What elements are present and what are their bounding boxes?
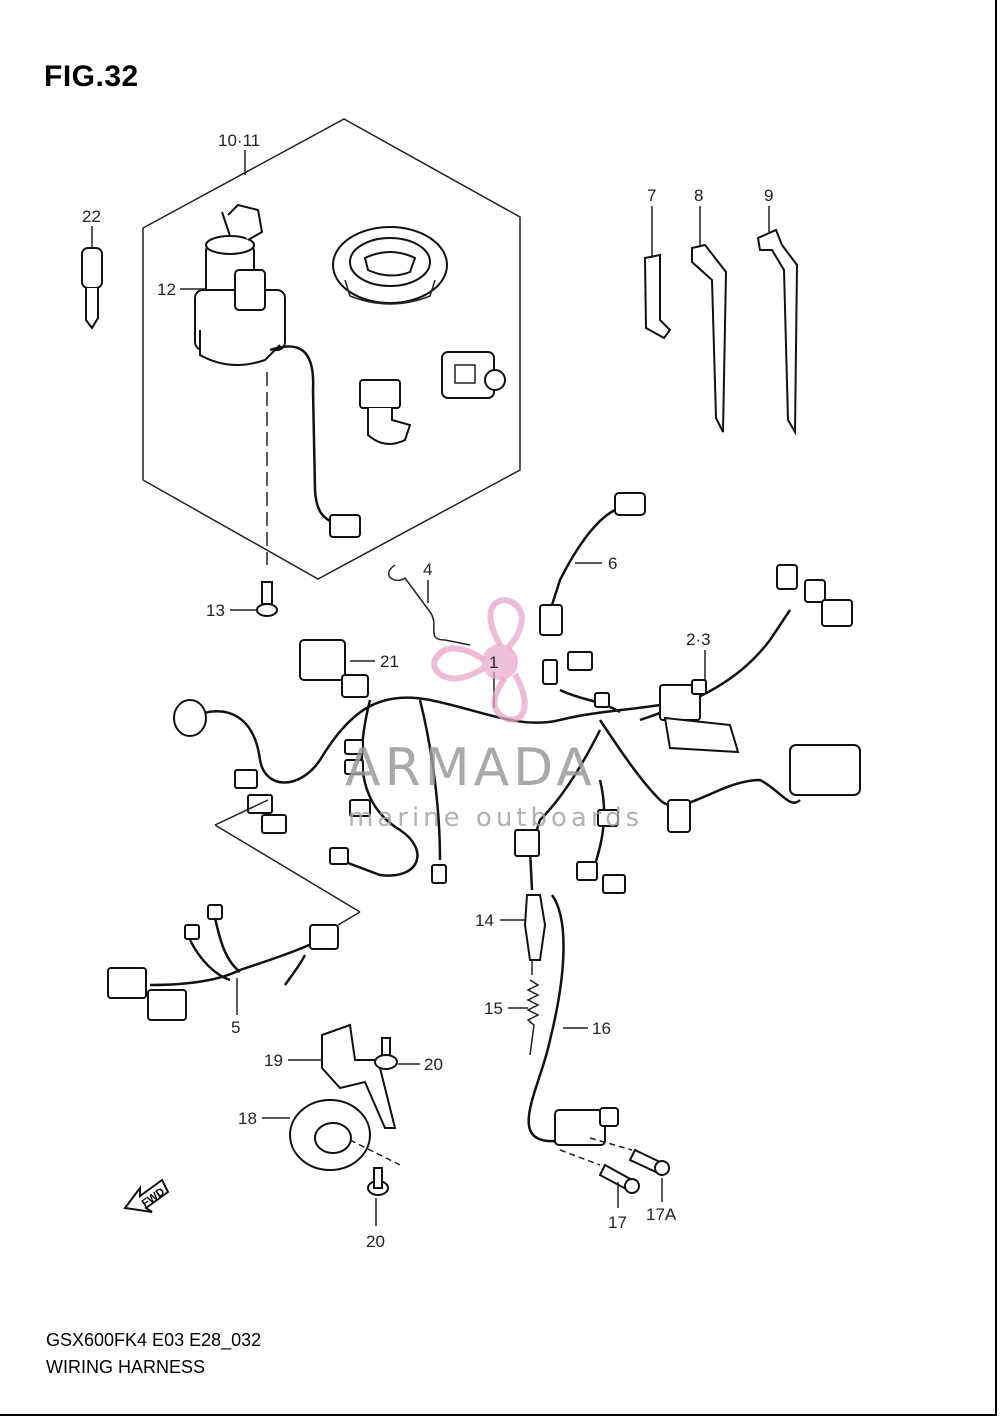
horn-18 [289, 1099, 401, 1171]
relay-21 [299, 639, 369, 698]
clamp-7 [643, 253, 672, 340]
watermark: ARMADA marine outboards [345, 597, 643, 833]
sub-harness-5 [107, 799, 361, 1021]
callout-21: 21 [380, 652, 399, 671]
callout-17: 17 [608, 1213, 627, 1232]
lock-cover-part [441, 351, 506, 399]
watermark-brand: ARMADA [345, 738, 596, 798]
callout-6: 6 [608, 554, 617, 573]
bolt-20-upper [374, 1037, 398, 1070]
bracket-19 [321, 1023, 397, 1129]
spring-15 [526, 979, 540, 1056]
seat-lock-part [359, 379, 412, 445]
callout-1: 1 [489, 653, 498, 672]
ignition-set-outline [142, 118, 521, 580]
callout-7: 7 [647, 186, 656, 205]
bolt-20-lower [367, 1167, 389, 1196]
spring-clip-4 [388, 564, 471, 646]
tie-band-9 [756, 228, 799, 436]
callout-14: 14 [475, 911, 494, 930]
switch-14 [523, 894, 547, 975]
sub-harness-6 [539, 492, 646, 636]
bolt-17a [589, 1137, 670, 1176]
callout-20-upper: 20 [424, 1055, 443, 1074]
fwd-arrow-icon: FWD [123, 1178, 170, 1213]
callout-5: 5 [231, 1018, 240, 1037]
callout-22: 22 [82, 207, 101, 226]
tie-band-8 [691, 243, 728, 433]
callout-17a: 17A [646, 1205, 677, 1224]
callout-18: 18 [238, 1109, 257, 1128]
watermark-logo-icon [431, 597, 528, 723]
watermark-tagline: marine outboards [348, 803, 643, 833]
callout-9: 9 [764, 186, 773, 205]
callout-10-11: 10·11 [218, 131, 260, 150]
fuse-box-2-3 [659, 679, 740, 754]
fuel-cap-lock [332, 226, 448, 305]
switch-assy-16 [527, 894, 619, 1146]
bolt-17 [559, 1149, 640, 1194]
callout-15: 15 [484, 999, 503, 1018]
ignition-switch [194, 203, 361, 538]
callout-8: 8 [694, 186, 703, 205]
callout-16: 16 [592, 1019, 611, 1038]
callout-20-lower: 20 [366, 1232, 385, 1251]
diagram-code: GSX600FK4 E03 E28_032 [46, 1330, 262, 1350]
callout-12: 12 [157, 280, 176, 299]
callout-labels: 10·11 22 12 13 7 8 9 6 4 21 1 2·3 14 15 … [82, 131, 773, 1251]
main-wiring-harness [173, 564, 861, 894]
figure-title: FIG.32 [44, 60, 139, 93]
callout-13: 13 [206, 601, 225, 620]
leader-lines [91, 150, 770, 1226]
key-22 [81, 247, 103, 330]
diagram-name: WIRING HARNESS [46, 1357, 206, 1377]
screw-13 [256, 372, 278, 617]
callout-19: 19 [264, 1051, 283, 1070]
callout-2-3: 2·3 [686, 630, 711, 649]
callout-4: 4 [423, 560, 432, 579]
